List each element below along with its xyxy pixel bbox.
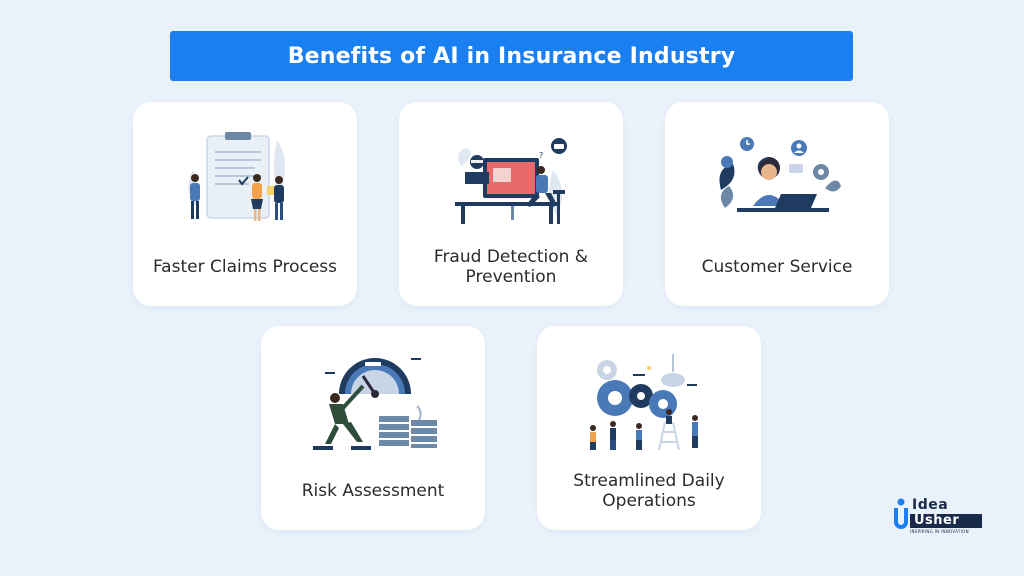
card-label: Customer Service	[701, 257, 853, 277]
logo-line2: Usher	[914, 513, 960, 528]
card-label: Streamlined Daily Operations	[573, 471, 725, 511]
clipboard-claims-icon	[188, 132, 286, 221]
logo-tagline: INSPIRING IN INNOVATION	[910, 529, 969, 534]
customer-support-icon	[719, 137, 841, 212]
card-customer-service: Customer Service	[665, 102, 889, 306]
card-fraud-detection: ? Fraud Detection & Prevention	[399, 102, 623, 306]
risk-gauge-icon	[313, 358, 437, 450]
logo-box	[910, 514, 982, 528]
card-streamlined-operations: Streamlined Daily Operations	[537, 326, 761, 530]
ideausher-logo: Idea Usher INSPIRING IN INNOVATION	[892, 496, 984, 536]
logo-mark-icon	[894, 498, 908, 529]
page-title: Benefits of AI in Insurance Industry	[170, 31, 853, 81]
fraud-detection-icon: ?	[455, 138, 567, 224]
card-label: Risk Assessment	[301, 481, 445, 501]
card-faster-claims: Faster Claims Process	[133, 102, 357, 306]
logo-line1: Idea	[912, 497, 949, 513]
card-label: Fraud Detection & Prevention	[433, 247, 589, 287]
card-label: Faster Claims Process	[152, 257, 338, 277]
gears-operations-icon	[590, 354, 698, 451]
card-risk-assessment: Risk Assessment	[261, 326, 485, 530]
svg-text:?: ?	[539, 151, 543, 160]
